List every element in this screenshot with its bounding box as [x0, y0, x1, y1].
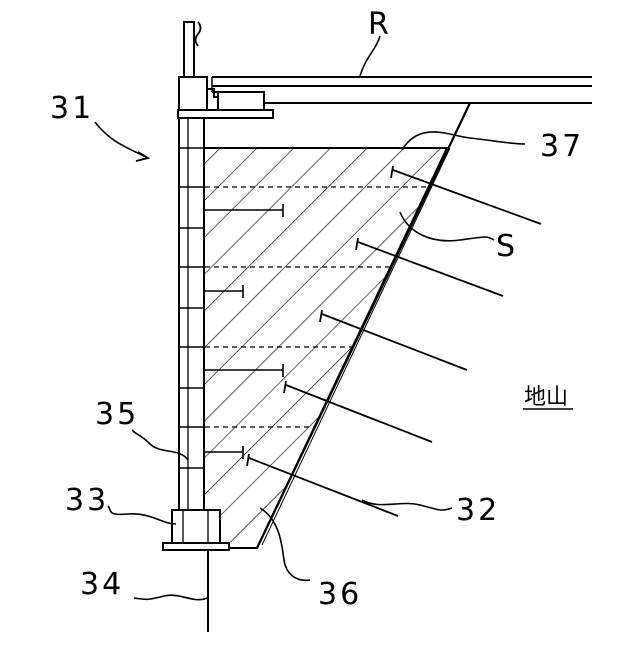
wall-column	[179, 116, 204, 510]
label-31: 31	[50, 91, 94, 126]
label-36: 36	[318, 577, 362, 612]
top-post	[184, 22, 201, 77]
label-jiyama: 地山	[524, 385, 568, 410]
roof-beam	[212, 77, 592, 103]
label-37: 37	[540, 129, 584, 164]
label-33: 33	[65, 483, 109, 518]
top-joint	[178, 77, 273, 118]
label-34: 34	[80, 567, 124, 602]
footing	[163, 510, 229, 550]
label-s: S	[496, 229, 518, 264]
label-32: 32	[456, 493, 500, 528]
label-r: R	[368, 7, 392, 42]
label-35: 35	[95, 397, 139, 432]
